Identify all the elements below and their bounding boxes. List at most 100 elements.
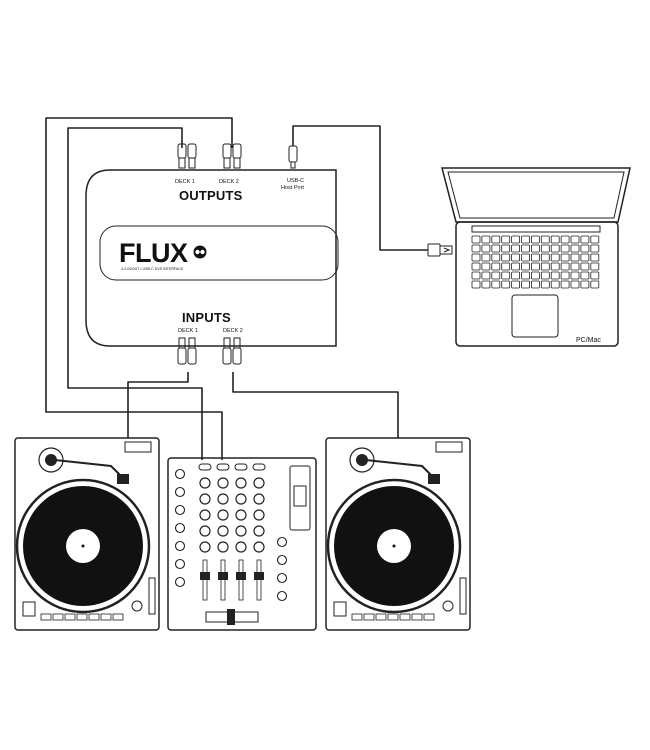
channel-fader-cap bbox=[254, 572, 264, 580]
output-deck2-label: DECK 2 bbox=[219, 179, 239, 185]
keyboard-key bbox=[560, 280, 570, 289]
cue-button bbox=[363, 613, 375, 621]
aux-knob bbox=[174, 486, 186, 498]
laptop-trackpad bbox=[511, 294, 559, 338]
keyboard-key bbox=[521, 280, 530, 289]
keyboard-key bbox=[560, 235, 570, 244]
cue-button bbox=[351, 613, 363, 621]
channel-knob bbox=[199, 493, 211, 505]
keyboard-key bbox=[521, 235, 530, 244]
turntable-right bbox=[325, 437, 471, 631]
platter bbox=[326, 478, 462, 614]
arm-rest bbox=[124, 441, 152, 453]
brand-tagline: 4-4 IN/OUT • USB-C DVS INTERFACE bbox=[121, 267, 184, 271]
keyboard-key bbox=[580, 253, 590, 262]
keyboard-key bbox=[501, 244, 511, 253]
channel-knob bbox=[217, 509, 229, 521]
keyboard-key bbox=[481, 271, 491, 280]
keyboard-key bbox=[471, 280, 481, 289]
keyboard-key bbox=[580, 271, 590, 280]
mixer-display bbox=[289, 465, 311, 531]
keyboard-key bbox=[550, 244, 560, 253]
channel-knob bbox=[199, 477, 211, 489]
usb-plug-icon bbox=[288, 145, 298, 169]
keyboard-key bbox=[521, 253, 530, 262]
keyboard-key bbox=[590, 235, 600, 244]
keyboard-key bbox=[560, 271, 570, 280]
keyboard-key bbox=[521, 244, 530, 253]
cue-button bbox=[112, 613, 124, 621]
dj-mixer bbox=[167, 457, 317, 631]
channel-fader-cap bbox=[218, 572, 228, 580]
keyboard-key bbox=[550, 253, 560, 262]
channel-knob bbox=[253, 525, 265, 537]
channel-knob bbox=[235, 493, 247, 505]
keyboard-key bbox=[471, 253, 481, 262]
infinity-logo-icon bbox=[193, 245, 207, 259]
keyboard-key bbox=[570, 262, 580, 271]
laptop-keyboard bbox=[471, 235, 600, 289]
keyboard-key bbox=[590, 253, 600, 262]
usb-plug-icon bbox=[427, 243, 453, 257]
cue-button bbox=[52, 613, 64, 621]
keyboard-key bbox=[501, 271, 511, 280]
mixer-controls bbox=[174, 463, 288, 602]
keyboard-key bbox=[570, 271, 580, 280]
channel-knob bbox=[199, 509, 211, 521]
keyboard-key bbox=[491, 235, 501, 244]
keyboard-key bbox=[471, 271, 481, 280]
keyboard-key bbox=[540, 280, 550, 289]
channel-knob bbox=[199, 525, 211, 537]
keyboard-key bbox=[590, 262, 600, 271]
mixer-display-screen bbox=[293, 485, 307, 507]
keyboard-key bbox=[570, 244, 580, 253]
keyboard-key bbox=[550, 235, 560, 244]
keyboard-key bbox=[560, 262, 570, 271]
keyboard-key bbox=[501, 253, 511, 262]
inputs-label: INPUTS bbox=[182, 310, 231, 325]
master-knob bbox=[276, 554, 288, 566]
aux-knob bbox=[174, 576, 186, 588]
master-knob bbox=[276, 536, 288, 548]
cue-button bbox=[423, 613, 435, 621]
keyboard-key bbox=[540, 244, 550, 253]
keyboard-key bbox=[531, 235, 540, 244]
keyboard-key bbox=[590, 244, 600, 253]
brand-logo: FLUX bbox=[119, 238, 188, 268]
channel-switch bbox=[234, 463, 248, 471]
keyboard-key bbox=[570, 253, 580, 262]
arm-rest bbox=[435, 441, 463, 453]
keyboard-key bbox=[481, 280, 491, 289]
channel-knob bbox=[235, 541, 247, 553]
laptop: PC/Mac bbox=[441, 167, 631, 347]
headshell bbox=[117, 474, 129, 484]
cable-input-deck1 bbox=[127, 372, 189, 440]
channel-knob bbox=[253, 509, 265, 521]
cable-output-deck2 bbox=[45, 117, 233, 460]
keyboard-key bbox=[491, 262, 501, 271]
flux-interface: FLUX 4-4 IN/OUT • USB-C DVS INTERFACE OU… bbox=[85, 169, 339, 347]
mixer-body bbox=[167, 457, 317, 631]
keyboard-key bbox=[531, 253, 540, 262]
channel-knob bbox=[217, 541, 229, 553]
cue-button bbox=[64, 613, 76, 621]
outputs-label: OUTPUTS bbox=[179, 188, 243, 203]
aux-knob bbox=[174, 504, 186, 516]
cable-usb bbox=[292, 125, 428, 251]
channel-knob bbox=[235, 477, 247, 489]
keyboard-key bbox=[560, 244, 570, 253]
rca-plug-icon bbox=[222, 143, 242, 169]
keyboard-key bbox=[580, 235, 590, 244]
cable-output-deck1 bbox=[67, 127, 203, 460]
channel-knob bbox=[217, 525, 229, 537]
start-stop-button bbox=[131, 600, 143, 612]
keyboard-key bbox=[501, 280, 511, 289]
keyboard-key bbox=[550, 271, 560, 280]
cable-input-deck2 bbox=[232, 372, 399, 440]
keyboard-key bbox=[491, 253, 501, 262]
keyboard-key bbox=[560, 253, 570, 262]
keyboard-key bbox=[570, 280, 580, 289]
keyboard-key bbox=[540, 271, 550, 280]
keyboard-key bbox=[540, 253, 550, 262]
